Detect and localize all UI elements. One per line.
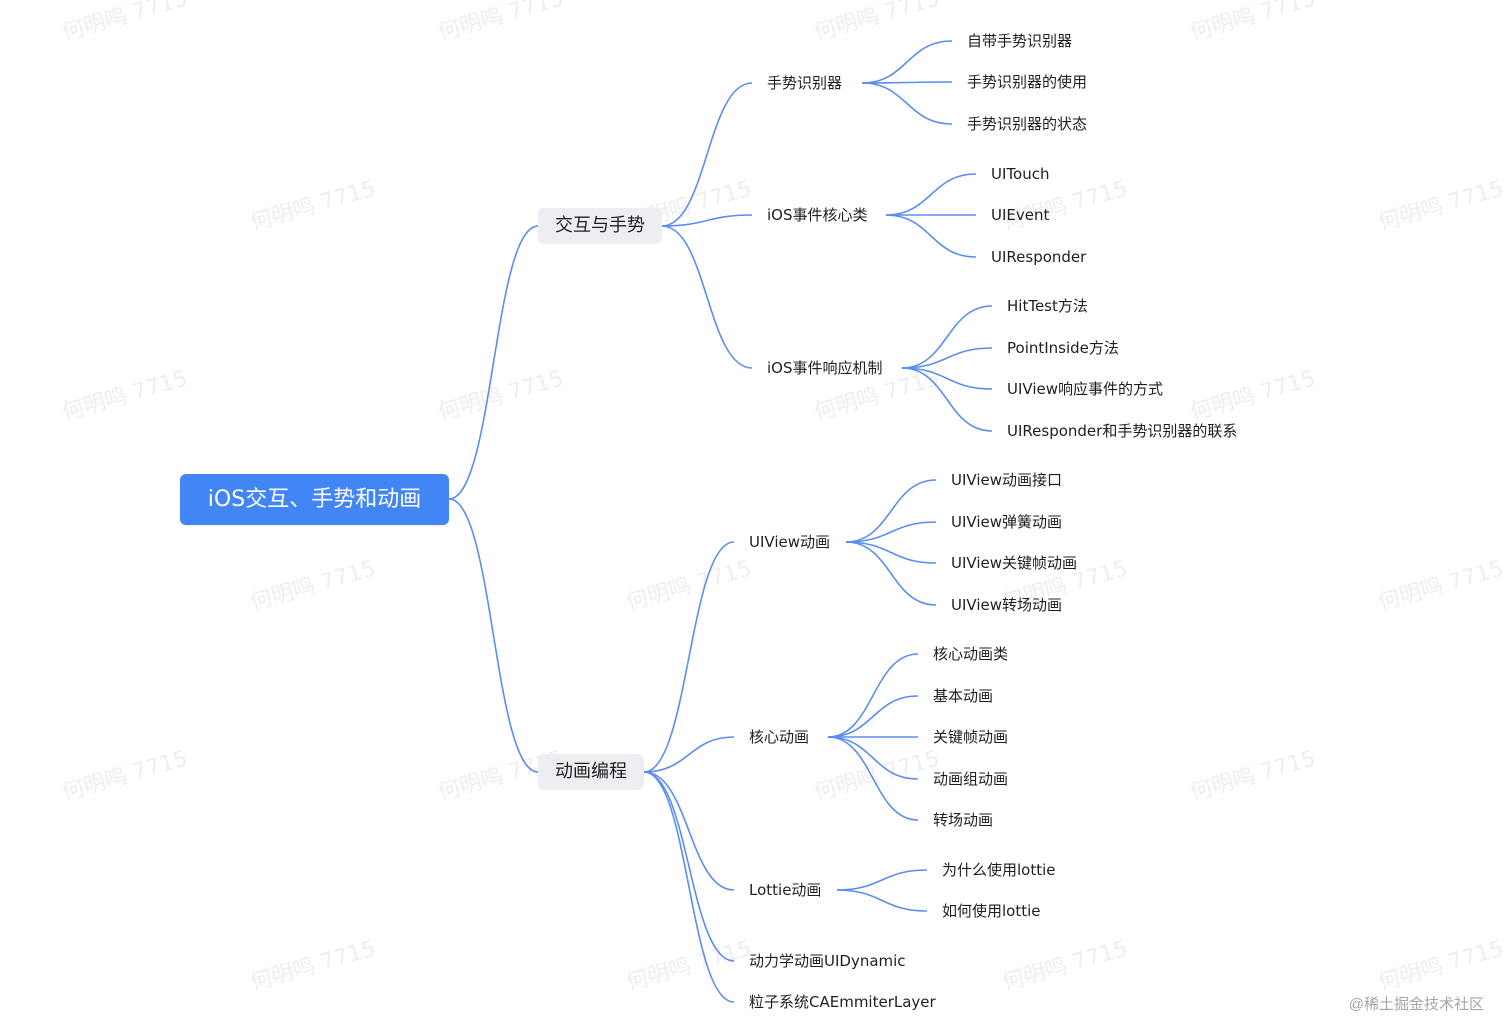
leaf-transition-animation[interactable]: 转场动画 — [933, 810, 994, 829]
branch-line-uiview-leaf — [845, 541, 937, 606]
leaf-animation-group[interactable]: 动画组动画 — [933, 769, 1009, 788]
leaf-uiview-response[interactable]: UIView响应事件的方式 — [1007, 379, 1163, 398]
leaf-keyframe-animation[interactable]: 关键帧动画 — [933, 727, 1009, 746]
branch-line-core-leaf — [827, 695, 919, 738]
leaf-uiview-keyframe[interactable]: UIView关键帧动画 — [951, 553, 1077, 572]
topic-gesture-recognizer[interactable]: 手势识别器 — [767, 73, 843, 92]
branch-line-root-animation — [448, 498, 539, 773]
branch-interaction[interactable]: 交互与手势 — [538, 208, 662, 244]
leaf-uievent[interactable]: UIEvent — [991, 205, 1050, 224]
branch-animation[interactable]: 动画编程 — [538, 754, 644, 790]
branch-line-core-leaf — [827, 736, 919, 821]
branch-line-responder-leaf — [901, 305, 993, 369]
branch-line-responder-leaf — [901, 367, 993, 390]
topic-core-animation[interactable]: 核心动画 — [749, 727, 810, 746]
branch-line-root-interaction — [448, 225, 539, 500]
topic-event-core-classes[interactable]: iOS事件核心类 — [767, 205, 868, 224]
branch-line-uiview-leaf — [845, 479, 937, 543]
root-node[interactable]: iOS交互、手势和动画 — [180, 474, 449, 525]
branch-line-responder — [661, 225, 753, 369]
topic-uiview-animation[interactable]: UIView动画 — [749, 532, 830, 551]
branch-line-responder-leaf — [901, 367, 993, 432]
leaf-gesture-usage[interactable]: 手势识别器的使用 — [967, 72, 1088, 91]
branch-line-core-classes — [661, 214, 753, 227]
topic-emitter-layer[interactable]: 粒子系统CAEmmiterLayer — [749, 992, 936, 1011]
leaf-responder-gesture-relation[interactable]: UIResponder和手势识别器的联系 — [1007, 421, 1238, 440]
leaf-pointinside[interactable]: PointInside方法 — [1007, 338, 1119, 357]
branch-line-gesture — [661, 82, 753, 227]
leaf-uiview-animation-api[interactable]: UIView动画接口 — [951, 470, 1062, 489]
branch-line-core-leaf — [827, 653, 919, 738]
leaf-why-lottie[interactable]: 为什么使用lottie — [942, 860, 1056, 879]
leaf-uiview-spring[interactable]: UIView弹簧动画 — [951, 512, 1062, 531]
branch-line-lottie — [643, 771, 735, 891]
branch-line-responder-leaf — [901, 347, 993, 369]
branch-line-uiview-leaf — [845, 541, 937, 564]
branch-line-uiview-animation — [643, 541, 735, 773]
branch-line-uiview-leaf — [845, 521, 937, 543]
leaf-core-animation-classes[interactable]: 核心动画类 — [933, 644, 1009, 663]
leaf-gesture-state[interactable]: 手势识别器的状态 — [967, 114, 1088, 133]
branch-line-emitter — [643, 771, 735, 1003]
branch-line-core-classes-leaf — [885, 214, 977, 258]
branch-line-gesture-leaf — [861, 81, 953, 84]
leaf-uiresponder[interactable]: UIResponder — [991, 247, 1087, 266]
topic-lottie-animation[interactable]: Lottie动画 — [749, 880, 822, 899]
branch-line-lottie-leaf — [836, 869, 928, 891]
branch-line-uidynamic — [643, 771, 735, 962]
branch-line-gesture-leaf — [861, 40, 953, 84]
topic-uidynamic[interactable]: 动力学动画UIDynamic — [749, 951, 906, 970]
topic-event-responder[interactable]: iOS事件响应机制 — [767, 358, 883, 377]
leaf-uitouch[interactable]: UITouch — [991, 164, 1050, 183]
branch-line-lottie-leaf — [836, 889, 928, 912]
branch-line-core-classes-leaf — [885, 173, 977, 216]
leaf-basic-animation[interactable]: 基本动画 — [933, 686, 994, 705]
leaf-uiview-transition[interactable]: UIView转场动画 — [951, 595, 1062, 614]
branch-line-core-leaf — [827, 736, 919, 780]
branch-line-gesture-leaf — [861, 82, 953, 125]
leaf-how-lottie[interactable]: 如何使用lottie — [942, 901, 1041, 920]
branch-line-core-animation — [643, 736, 735, 773]
leaf-hittest[interactable]: HitTest方法 — [1007, 296, 1088, 315]
source-credit: @稀土掘金技术社区 — [1348, 996, 1484, 1013]
leaf-builtin-gesture[interactable]: 自带手势识别器 — [967, 31, 1073, 50]
